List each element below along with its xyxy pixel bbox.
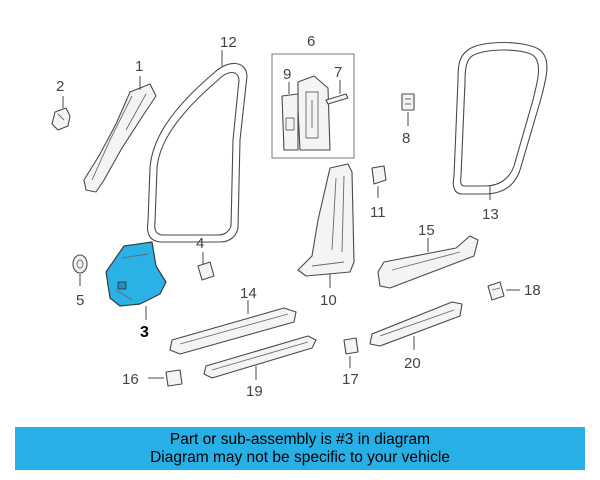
part-18-clip: [487, 281, 505, 301]
callout-16: 16: [122, 371, 139, 388]
part-6-pillar-upper: [297, 75, 331, 151]
part-8-clip: [401, 93, 415, 111]
part-9-cover: [281, 93, 299, 151]
part-2-clip: [51, 107, 71, 131]
part-12-door-seal: [146, 62, 248, 243]
part-17-clip: [343, 337, 359, 355]
callout-6: 6: [307, 33, 315, 50]
callout-9: 9: [283, 66, 291, 83]
parts-diagram: 2 1 12 6 9 7 8 13: [51, 33, 548, 400]
part-10-b-pillar-lower: [297, 163, 355, 277]
part-3-kick-panel-highlighted: [105, 241, 167, 307]
callout-11: 11: [370, 204, 386, 221]
callout-7: 7: [334, 64, 342, 81]
callout-10: 10: [320, 292, 337, 309]
callout-12: 12: [220, 34, 237, 51]
part-15-rear-scuff: [377, 235, 479, 289]
callout-13: 13: [482, 206, 499, 223]
part-7-strip: [325, 93, 349, 105]
callout-4: 4: [196, 235, 204, 252]
part-13-rear-seal: [452, 42, 548, 195]
callout-3: 3: [140, 324, 149, 341]
part-14-front-scuff: [169, 307, 297, 355]
callout-14: 14: [240, 285, 257, 302]
part-4-clip: [197, 261, 215, 281]
callout-5: 5: [76, 292, 84, 309]
part-5-round-clip: [72, 254, 88, 274]
callout-18: 18: [524, 282, 541, 299]
part-16-clip: [165, 369, 183, 387]
banner-line-1: Part or sub-assembly is #3 in diagram: [169, 431, 431, 448]
part-1-a-pillar-trim: [83, 83, 157, 193]
callout-2: 2: [56, 78, 64, 95]
part-20-rear-sill: [369, 301, 463, 347]
banner-line-2: Diagram may not be specific to your vehi…: [150, 449, 450, 466]
part-notice-banner: Part or sub-assembly is #3 in diagram Di…: [15, 427, 585, 470]
callout-20: 20: [404, 355, 421, 372]
callout-17: 17: [342, 371, 359, 388]
callout-8: 8: [402, 130, 410, 147]
part-19-front-sill: [203, 335, 317, 379]
callout-1: 1: [135, 58, 143, 75]
part-11-clip: [371, 165, 387, 185]
callout-19: 19: [246, 383, 263, 400]
callout-15: 15: [418, 222, 435, 239]
